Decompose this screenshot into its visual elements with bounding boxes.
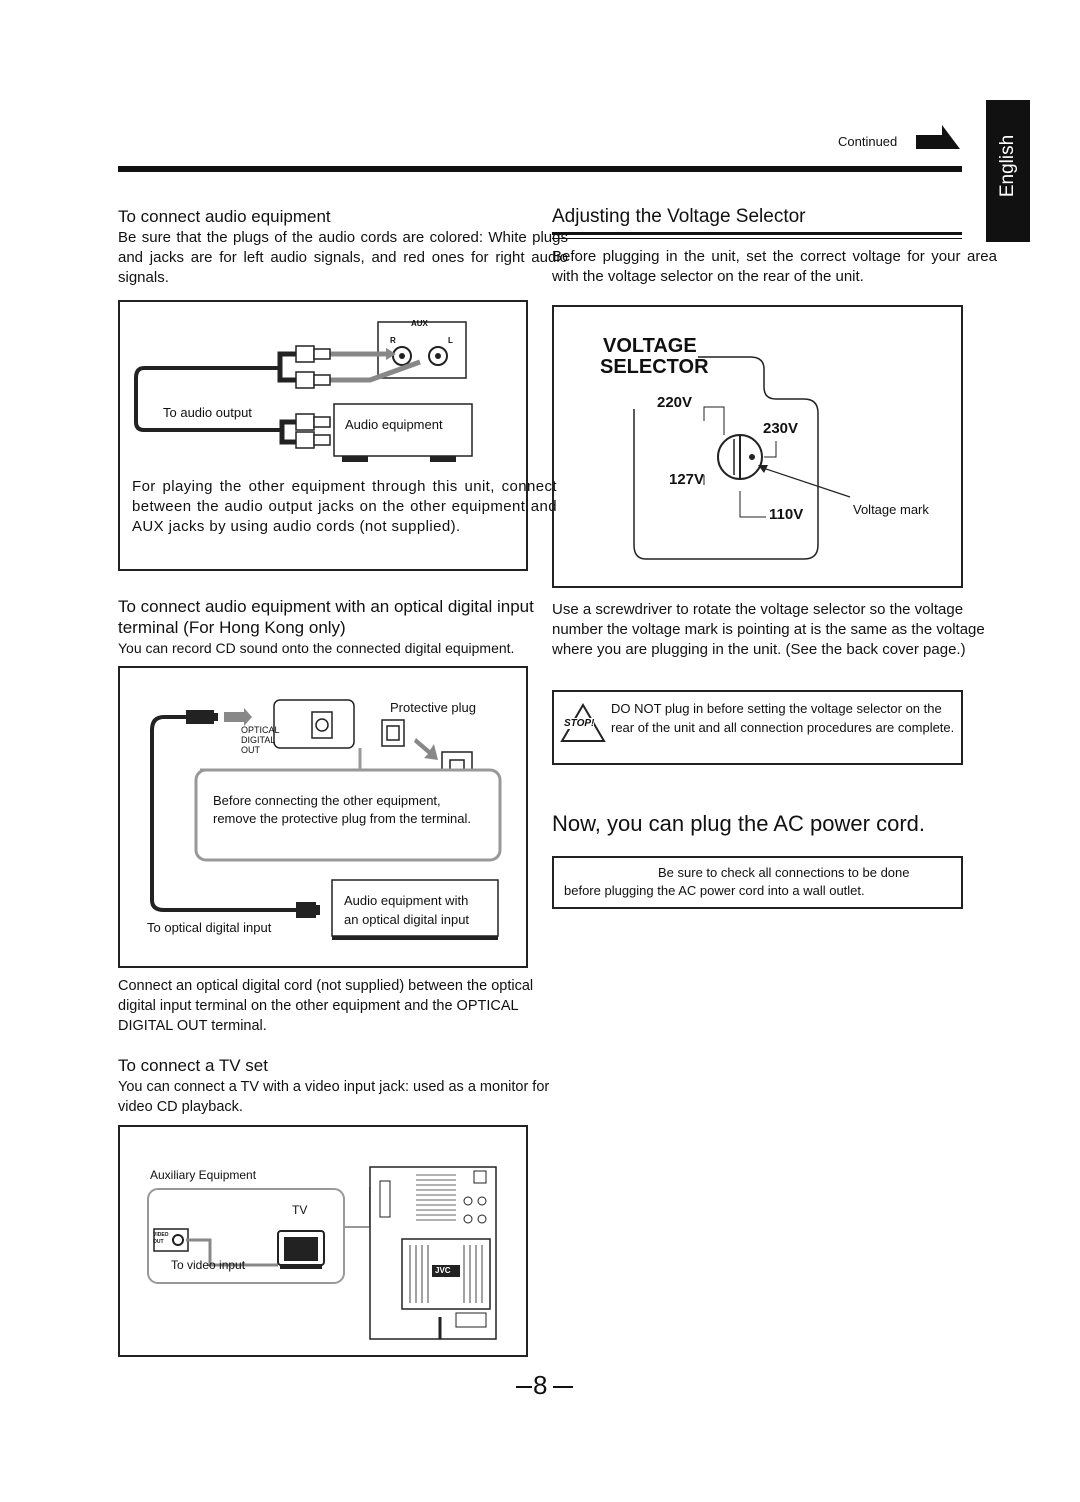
power-note-line1: Be sure to check all connections to be d… bbox=[658, 865, 910, 880]
tv-connection-diagram bbox=[147, 1166, 497, 1340]
voltage-instruction: Use a screwdriver to rotate the voltage … bbox=[552, 601, 985, 658]
to-video-input-label: To video input bbox=[171, 1258, 246, 1272]
optical-caption: Connect an optical digital cord (not sup… bbox=[118, 978, 534, 1034]
equipment-optical-line2: an optical digital input bbox=[344, 912, 470, 927]
optical-label-2: DIGITAL bbox=[241, 735, 276, 745]
brand-logo: JVC bbox=[435, 1266, 451, 1275]
power-note-box bbox=[552, 856, 963, 909]
page-number: 8 bbox=[533, 1370, 548, 1400]
voltage-230-label: 230V bbox=[763, 420, 799, 437]
language-tab-label: English bbox=[997, 134, 1018, 198]
audio-connection-diagram bbox=[134, 321, 473, 462]
top-rule bbox=[118, 166, 962, 172]
to-optical-input-label: To optical digital input bbox=[147, 920, 272, 935]
video-out-label-2: OUT bbox=[153, 1239, 164, 1245]
power-note-line2: before plugging the AC power cord into a… bbox=[564, 883, 865, 898]
optical-diagram-box bbox=[118, 666, 528, 968]
aux-l-label: L bbox=[448, 336, 453, 345]
tv-intro: You can connect a TV with a video input … bbox=[118, 1079, 550, 1115]
audio-intro: Be sure that the plugs of the audio cord… bbox=[118, 229, 568, 286]
to-audio-output-label: To audio output bbox=[163, 405, 252, 420]
voltage-intro: Before plugging in the unit, set the cor… bbox=[552, 248, 997, 285]
optical-label-3: OUT bbox=[241, 745, 260, 755]
voltage-110-label: 110V bbox=[769, 506, 804, 523]
protective-plug-label: Protective plug bbox=[390, 700, 476, 715]
voltage-220-label: 220V bbox=[657, 394, 693, 411]
equipment-optical-line1: Audio equipment with bbox=[344, 893, 469, 908]
voltage-selector-diagram bbox=[633, 356, 851, 560]
stop-warning-text: DO NOT plug in before setting the voltag… bbox=[611, 701, 955, 735]
optical-intro: You can record CD sound onto the connect… bbox=[118, 640, 515, 656]
optical-connection-diagram bbox=[150, 696, 502, 940]
stop-label: STOP! bbox=[564, 718, 595, 729]
audio-heading: To connect audio equipment bbox=[118, 207, 331, 226]
continued-arrow-icon bbox=[916, 125, 960, 149]
page-number-rule-right bbox=[553, 1386, 573, 1388]
voltage-heading-rule-thin bbox=[552, 238, 962, 239]
tv-label: TV bbox=[292, 1203, 308, 1217]
voltage-title-1: VOLTAGE bbox=[603, 335, 697, 357]
voltage-title-2: SELECTOR bbox=[600, 356, 709, 378]
voltage-heading: Adjusting the Voltage Selector bbox=[552, 206, 806, 227]
tv-heading: To connect a TV set bbox=[118, 1056, 268, 1075]
tv-diagram-box bbox=[118, 1125, 528, 1357]
optical-label-1: OPTICAL bbox=[241, 725, 280, 735]
audio-equipment-label: Audio equipment bbox=[345, 417, 443, 432]
aux-r-label: R bbox=[390, 336, 396, 345]
auxiliary-equipment-label: Auxiliary Equipment bbox=[150, 1168, 257, 1182]
page-number-rule-left bbox=[516, 1386, 532, 1388]
optical-heading: To connect audio equipment with an optic… bbox=[118, 597, 534, 637]
voltage-mark-label: Voltage mark bbox=[853, 502, 929, 517]
voltage-heading-rule bbox=[552, 232, 962, 235]
power-heading: Now, you can plug the AC power cord. bbox=[552, 811, 925, 836]
protective-plug-note: Before connecting the other equipment, r… bbox=[213, 793, 471, 826]
audio-note: For playing the other equipment through … bbox=[132, 478, 557, 535]
aux-label: AUX bbox=[411, 319, 428, 328]
voltage-diagram-box bbox=[552, 305, 963, 588]
voltage-127-label: 127V bbox=[669, 471, 705, 488]
audio-diagram-box bbox=[118, 300, 528, 571]
language-tab bbox=[986, 100, 1030, 242]
stop-warning-box bbox=[552, 690, 963, 765]
continued-label: Continued bbox=[838, 134, 898, 149]
video-out-label-1: VIDEO bbox=[153, 1232, 169, 1238]
